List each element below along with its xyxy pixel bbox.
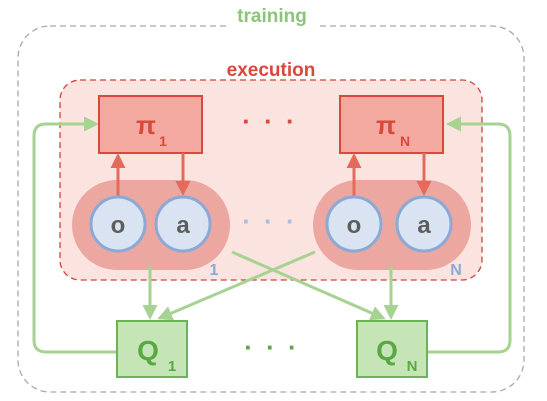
critic-1-symbol: Q xyxy=(137,335,159,366)
critic-n-symbol: Q xyxy=(376,335,398,366)
agent-index-n: N xyxy=(450,262,462,279)
critic-box-n xyxy=(356,320,428,378)
feedback-arrow-qn-to-pin xyxy=(428,116,512,354)
policy-n-subscript: N xyxy=(400,133,410,149)
policy-1-symbol: π xyxy=(136,110,156,140)
critic-n-subscript: N xyxy=(407,358,418,375)
policy-n-symbol: π xyxy=(376,110,396,140)
observation-node-1-label: o xyxy=(111,212,126,239)
agent-index-1: 1 xyxy=(210,262,219,279)
action-node-1 xyxy=(154,195,212,253)
observation-node-n xyxy=(325,195,383,253)
policy-box-n xyxy=(339,95,444,154)
agent-ellipsis: · · · xyxy=(242,206,297,236)
arrow-a1-to-qn xyxy=(231,250,386,321)
action-node-1-label: a xyxy=(176,212,190,239)
arrow-on-to-q1 xyxy=(157,250,316,321)
observation-node-1 xyxy=(89,195,147,253)
critic-ellipsis: · · · xyxy=(244,332,299,362)
training-title: training xyxy=(237,6,307,27)
policy-ellipsis: · · · xyxy=(242,106,297,136)
critic-1-subscript: 1 xyxy=(168,358,176,375)
action-node-n-label: a xyxy=(417,212,431,239)
feedback-arrow-q1-to-pi1 xyxy=(32,116,120,354)
training-label-bg xyxy=(228,3,318,29)
policy-box-1 xyxy=(98,95,203,154)
observation-node-n-label: o xyxy=(347,212,362,239)
execution-title: execution xyxy=(227,60,316,81)
policy-1-subscript: 1 xyxy=(159,133,167,149)
critic-box-1 xyxy=(116,320,188,378)
action-node-n xyxy=(395,195,453,253)
